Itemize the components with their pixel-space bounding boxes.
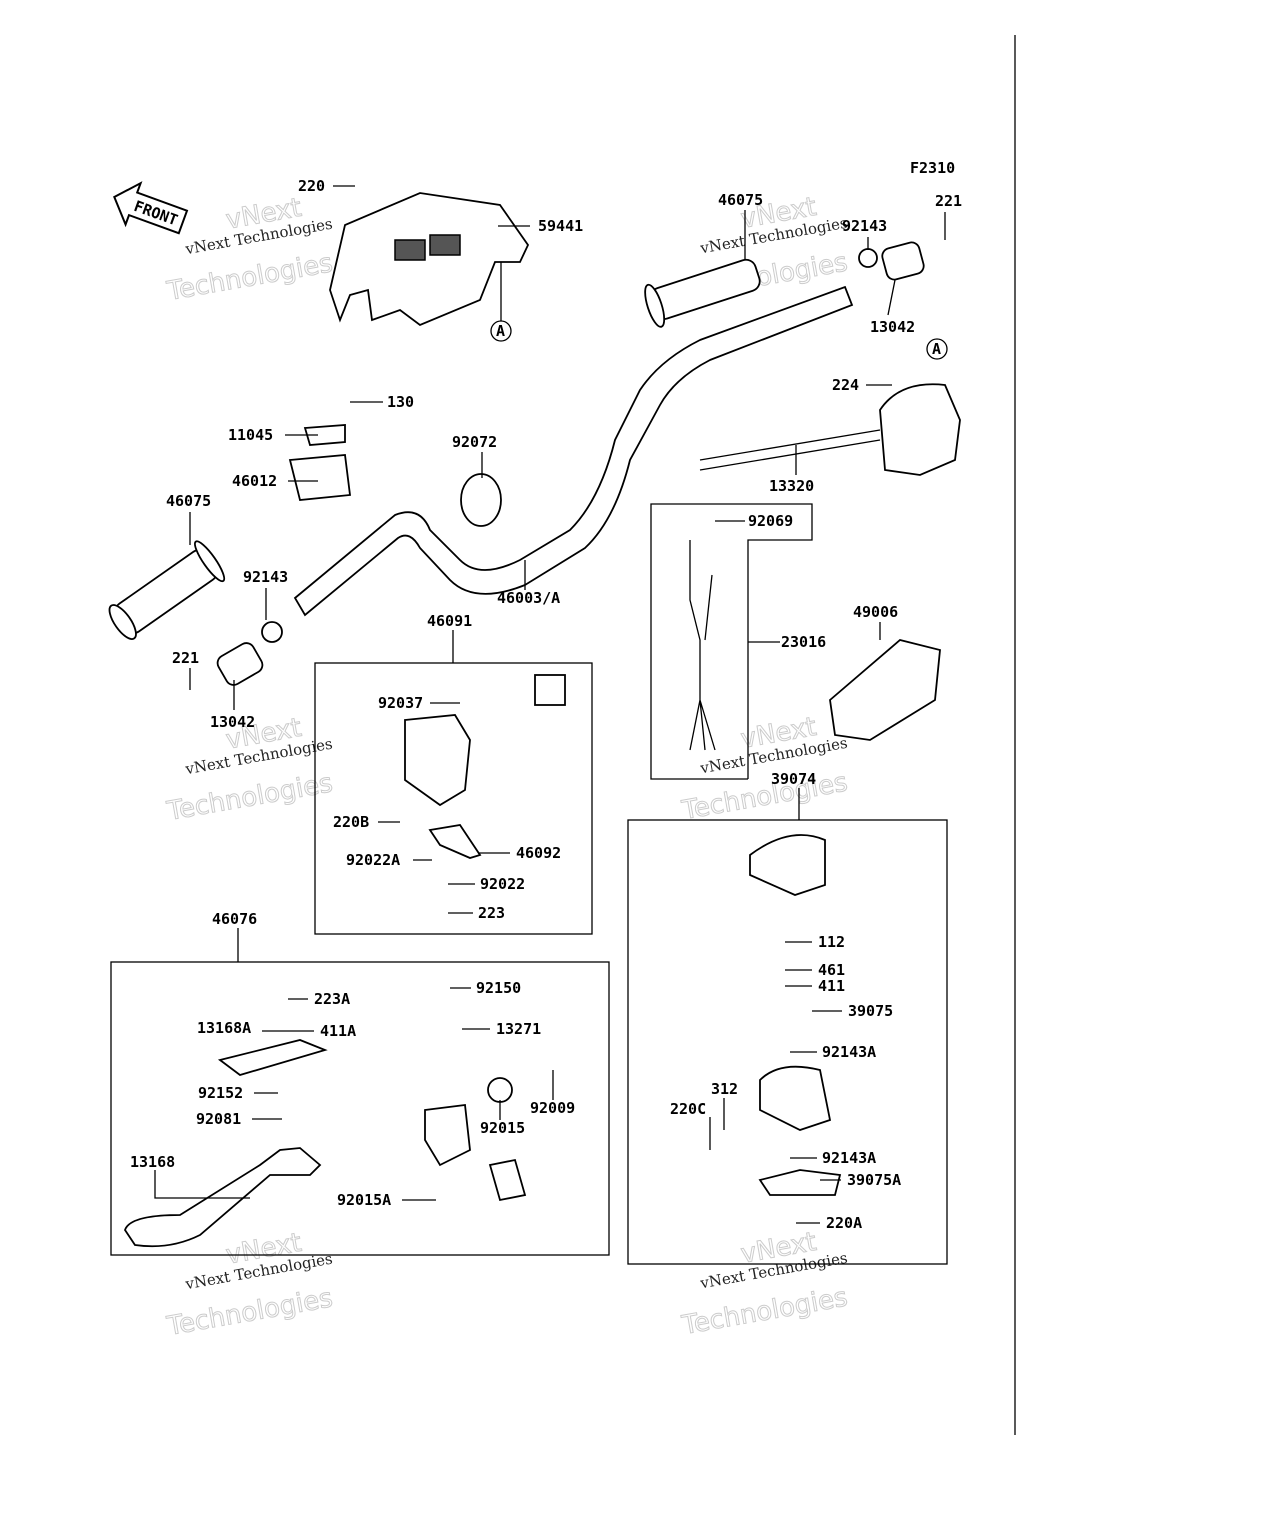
cover-39074 xyxy=(749,834,826,896)
lever-46092 xyxy=(428,824,482,859)
svg-text:92022: 92022 xyxy=(480,875,525,893)
connector xyxy=(534,674,566,706)
svg-text:220: 220 xyxy=(298,177,325,195)
svg-text:92152: 92152 xyxy=(198,1084,243,1102)
svg-text:39075A: 39075A xyxy=(847,1171,901,1189)
group-box-46076 xyxy=(110,961,610,1256)
svg-text:46075: 46075 xyxy=(166,492,211,510)
group-box-23016 xyxy=(650,503,813,780)
housing-39074 xyxy=(759,1065,832,1131)
svg-text:11045: 11045 xyxy=(228,426,273,444)
svg-text:92143: 92143 xyxy=(842,217,887,235)
svg-text:92009: 92009 xyxy=(530,1099,575,1117)
throttle-case xyxy=(879,383,961,476)
svg-text:39074: 39074 xyxy=(771,770,816,788)
front-arrow-icon: FRONT xyxy=(113,181,189,235)
ref-marker-a: A xyxy=(926,338,948,360)
svg-text:23016: 23016 xyxy=(781,633,826,651)
svg-text:A: A xyxy=(496,322,505,340)
cover-window xyxy=(429,234,461,256)
throttle-cable-13320 xyxy=(699,429,881,461)
svg-text:224: 224 xyxy=(832,376,859,394)
svg-text:92069: 92069 xyxy=(748,512,793,530)
bracket-13168A xyxy=(217,1039,328,1076)
end-cap-13042 xyxy=(881,241,925,281)
svg-text:312: 312 xyxy=(711,1080,738,1098)
leader-lines xyxy=(154,185,946,1224)
ref-marker-a: A xyxy=(490,320,512,342)
svg-text:92150: 92150 xyxy=(476,979,521,997)
svg-text:92015: 92015 xyxy=(480,1119,525,1137)
clamp-92072 xyxy=(460,473,502,527)
holder-11045 xyxy=(303,424,346,446)
svg-text:221: 221 xyxy=(172,649,199,667)
svg-text:46075: 46075 xyxy=(718,191,763,209)
svg-text:46076: 46076 xyxy=(212,910,257,928)
bracket-assembly xyxy=(424,1103,471,1167)
figure-code: F2310 xyxy=(910,159,955,177)
weight-92143 xyxy=(261,621,283,643)
svg-text:49006: 49006 xyxy=(853,603,898,621)
watermark: vNext vNext Technologies Technologies xyxy=(164,192,336,307)
right-grip xyxy=(644,258,761,328)
lever-39075A xyxy=(758,1169,842,1196)
clamp-half xyxy=(488,1158,527,1202)
svg-text:461: 461 xyxy=(818,961,845,979)
switch-housing xyxy=(404,714,471,807)
part-49006 xyxy=(829,639,941,741)
svg-text:13168A: 13168A xyxy=(197,1019,251,1037)
end-cap-13042 xyxy=(216,642,264,686)
svg-text:46003/A: 46003/A xyxy=(497,589,560,607)
weight-92143 xyxy=(858,248,878,268)
svg-text:13042: 13042 xyxy=(870,318,915,336)
svg-text:92037: 92037 xyxy=(378,694,423,712)
svg-text:92143A: 92143A xyxy=(822,1043,876,1061)
svg-text:411: 411 xyxy=(818,977,845,995)
switch-cover xyxy=(329,192,530,327)
svg-text:13042: 13042 xyxy=(210,713,255,731)
lever-13168 xyxy=(124,1147,322,1248)
harness-23016 xyxy=(689,540,716,751)
svg-text:223A: 223A xyxy=(314,990,350,1008)
svg-text:13168: 13168 xyxy=(130,1153,175,1171)
svg-text:59441: 59441 xyxy=(538,217,583,235)
svg-text:220C: 220C xyxy=(670,1100,706,1118)
handlebar xyxy=(293,285,854,617)
cover-window xyxy=(394,239,426,261)
adjuster-92015 xyxy=(487,1077,513,1103)
svg-text:92143A: 92143A xyxy=(822,1149,876,1167)
left-grip xyxy=(108,540,226,640)
svg-text:220B: 220B xyxy=(333,813,369,831)
svg-text:39075: 39075 xyxy=(848,1002,893,1020)
svg-text:220A: 220A xyxy=(826,1214,862,1232)
svg-text:92081: 92081 xyxy=(196,1110,241,1128)
svg-text:46012: 46012 xyxy=(232,472,277,490)
svg-text:13271: 13271 xyxy=(496,1020,541,1038)
svg-text:112: 112 xyxy=(818,933,845,951)
svg-text:411A: 411A xyxy=(320,1022,356,1040)
svg-text:46091: 46091 xyxy=(427,612,472,630)
group-box-39074 xyxy=(627,819,948,1265)
part-labels: 220 59441 46075 92143 221 13042 224 130 … xyxy=(130,177,962,1232)
svg-text:223: 223 xyxy=(478,904,505,922)
svg-text:13320: 13320 xyxy=(769,477,814,495)
throttle-cable-13320 xyxy=(699,439,881,471)
svg-text:92015A: 92015A xyxy=(337,1191,391,1209)
svg-text:92022A: 92022A xyxy=(346,851,400,869)
svg-text:130: 130 xyxy=(387,393,414,411)
svg-text:46092: 46092 xyxy=(516,844,561,862)
watermark: vNext vNext Technologies Technologies xyxy=(679,1226,851,1341)
svg-text:221: 221 xyxy=(935,192,962,210)
svg-text:92072: 92072 xyxy=(452,433,497,451)
holder-46012 xyxy=(288,454,352,501)
svg-text:92143: 92143 xyxy=(243,568,288,586)
watermark: vNext vNext Technologies Technologies xyxy=(679,711,851,826)
svg-text:A: A xyxy=(932,340,941,358)
